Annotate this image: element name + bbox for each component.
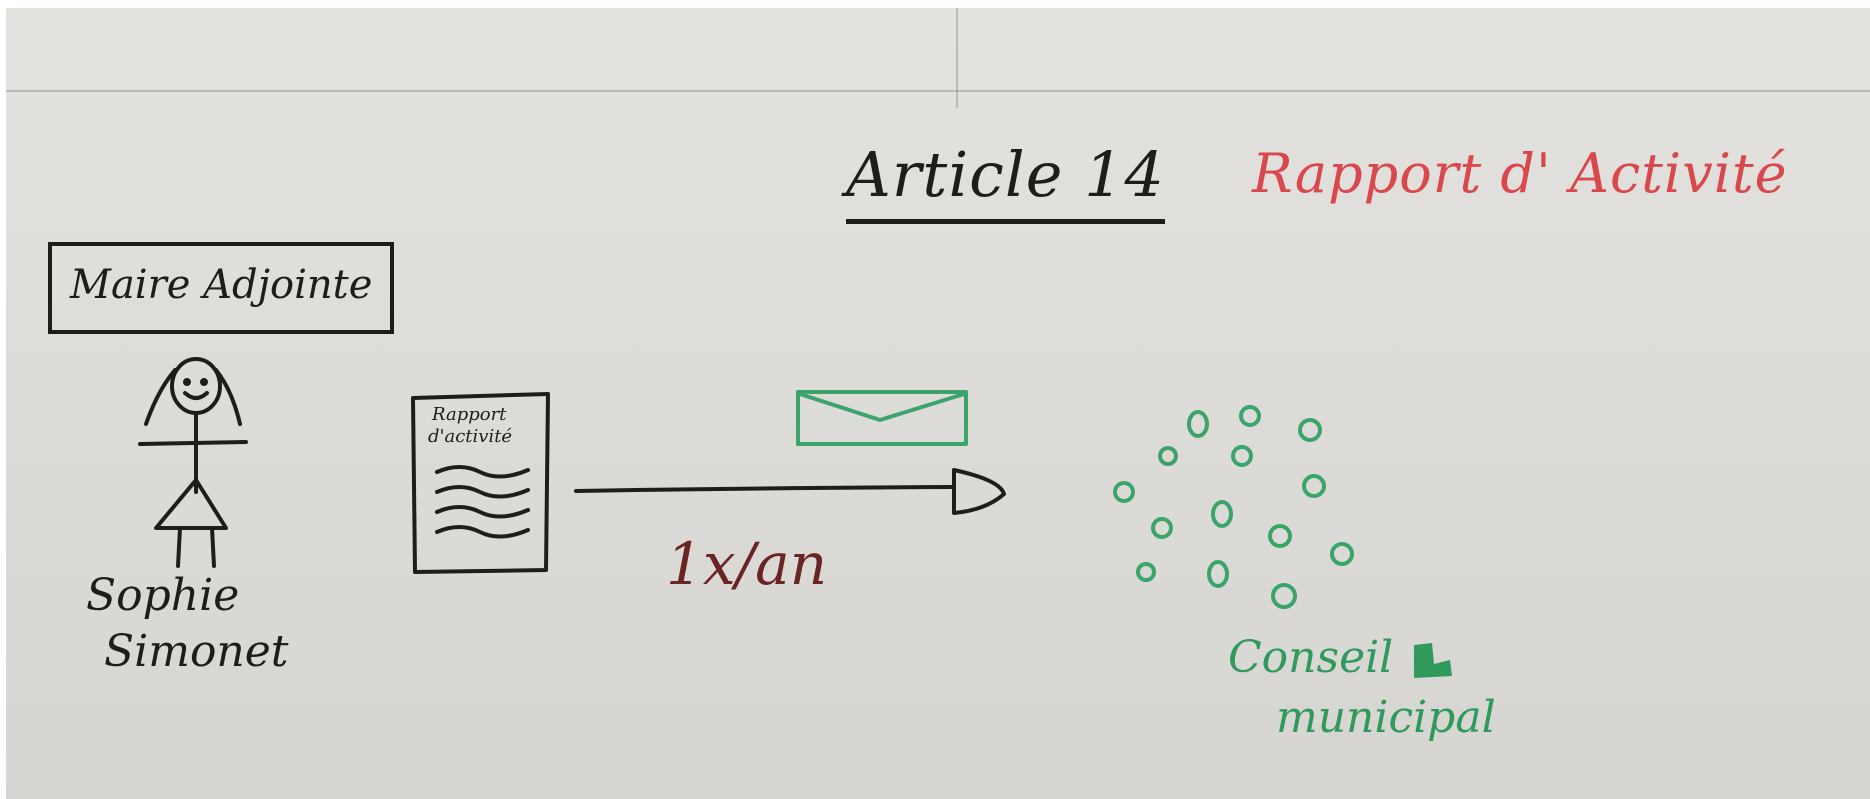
recipient-label-line2: municipal [1276,692,1496,743]
council-member-circle [1158,446,1178,466]
document-label-line2: d'activité [428,426,513,447]
envelope-icon [796,390,968,446]
council-member-circle [1151,517,1173,539]
arrow-icon [574,468,1006,515]
document-label-line1: Rapport [432,404,507,425]
fold-line-vertical [956,8,958,108]
recipient-label-line1: Conseil [1228,632,1394,683]
council-member-circle [1136,562,1156,582]
council-member-circle [1231,445,1253,467]
council-member-circle [1113,481,1135,503]
fold-line-horizontal [6,90,1870,92]
council-member-circle [1298,418,1322,442]
council-circles-icon [1113,405,1354,609]
council-member-circle [1207,560,1229,588]
role-label: Maire Adjointe [70,262,373,308]
document-icon [411,392,550,574]
page-subtitle: Rapport d' Activité [1252,142,1788,205]
person-last-name: Simonet [104,626,289,677]
stick-figure-icon [138,357,248,568]
frequency-label: 1x/an [666,530,828,598]
building-icon [1414,643,1452,678]
person-first-name: Sophie [86,570,240,621]
council-member-circle [1268,524,1292,548]
page-title: Article 14 [846,138,1166,224]
council-member-circle [1302,474,1326,498]
council-member-circle [1239,405,1261,427]
council-member-circle [1330,542,1354,566]
council-member-circle [1271,583,1297,609]
council-member-circle [1187,410,1209,438]
council-member-circle [1211,500,1233,528]
role-box [48,242,394,334]
